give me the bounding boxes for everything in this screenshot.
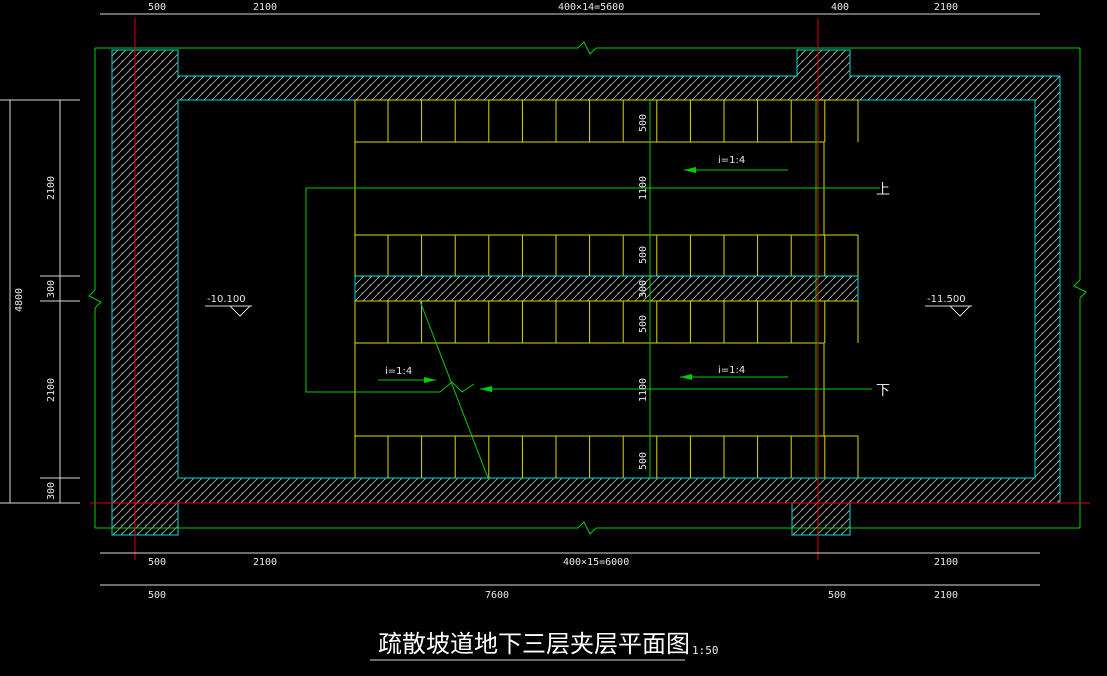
dim-top-5: 2100 [934, 2, 958, 13]
label-down: 下 [876, 383, 890, 399]
drawing-title: 疏散坡道地下三层夹层平面图 [378, 630, 690, 658]
dimension-lines [0, 13, 1040, 661]
concrete-walls [111, 49, 1061, 536]
dim-top-2: 2100 [253, 2, 277, 13]
dim-inner-7: 500 [638, 452, 649, 470]
dim-left-inner-2: 300 [46, 280, 57, 298]
dim-bottom1-2: 2100 [253, 557, 277, 568]
elevation-right: -11.500 [927, 294, 966, 305]
dim-bottom1-4: 2100 [934, 557, 958, 568]
dim-bottom2-1: 500 [148, 590, 166, 601]
dim-bottom2-3: 500 [828, 590, 846, 601]
elevation-left: -10.100 [207, 294, 246, 305]
axis-lines [90, 18, 1090, 560]
drawing-scale: 1:50 [692, 644, 719, 657]
label-up: 上 [876, 182, 890, 198]
drawing-text: 500 2100 400×14=5600 400 2100 500 2100 4… [14, 2, 966, 658]
dim-top-4: 400 [831, 2, 849, 13]
dim-inner-2: 1100 [638, 176, 649, 200]
dim-bottom2-2: 7600 [485, 590, 509, 601]
slope-lower-right: i=1:4 [718, 365, 745, 376]
slope-upper: i=1:4 [718, 155, 745, 166]
evacuation-route [305, 167, 880, 479]
dim-inner-1: 500 [638, 114, 649, 132]
dim-inner-6: 1100 [638, 378, 649, 402]
dim-bottom1-1: 500 [148, 557, 166, 568]
dim-top-1: 500 [148, 2, 166, 13]
dim-bottom1-3: 400×15=6000 [563, 557, 629, 568]
dim-inner-4: 300 [638, 280, 649, 298]
slope-lower-left: i=1:4 [385, 366, 412, 377]
middle-wall [354, 275, 859, 302]
dim-bottom2-4: 2100 [934, 590, 958, 601]
dim-inner-3: 500 [638, 246, 649, 264]
dim-top-3: 400×14=5600 [558, 2, 624, 13]
elevation-markers [205, 305, 972, 317]
dim-left-outer: 4800 [14, 288, 25, 312]
dim-left-inner-1: 2100 [46, 176, 57, 200]
dim-left-inner-4: 300 [46, 482, 57, 500]
dim-left-inner-3: 2100 [46, 378, 57, 402]
dim-inner-5: 500 [638, 315, 649, 333]
